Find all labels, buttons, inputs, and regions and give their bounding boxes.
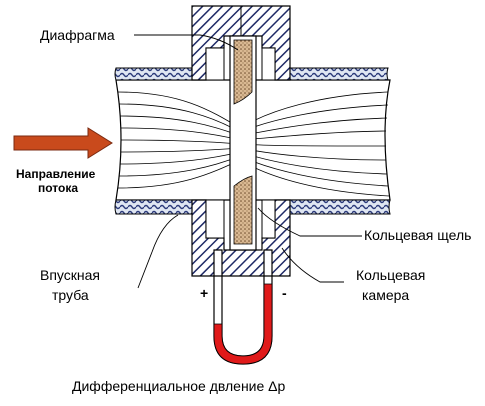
plus-sign: + [200, 285, 208, 301]
manometer [214, 276, 272, 364]
annular-chamber-label-line1: Кольцевая [356, 267, 425, 283]
annular-chamber-label-line2: камера [362, 287, 409, 303]
flow-direction-label-line2: потока [38, 181, 78, 195]
inlet-pipe-label-line1: Впускная [40, 267, 100, 283]
diaphragm-label: Диафрагма [40, 27, 115, 43]
minus-sign: - [282, 285, 287, 301]
diaphragm [230, 36, 256, 250]
caption: Дифференциальное двление Δp [72, 378, 286, 394]
inlet-pipe-leader [138, 215, 178, 288]
flow-direction-label-line1: Направление [16, 167, 96, 181]
annular-chamber-leader [282, 248, 344, 282]
inlet-pipe-label-line2: труба [52, 287, 89, 303]
annular-gap-label: Кольцевая щель [364, 227, 471, 243]
flow-direction-arrow [14, 128, 112, 158]
